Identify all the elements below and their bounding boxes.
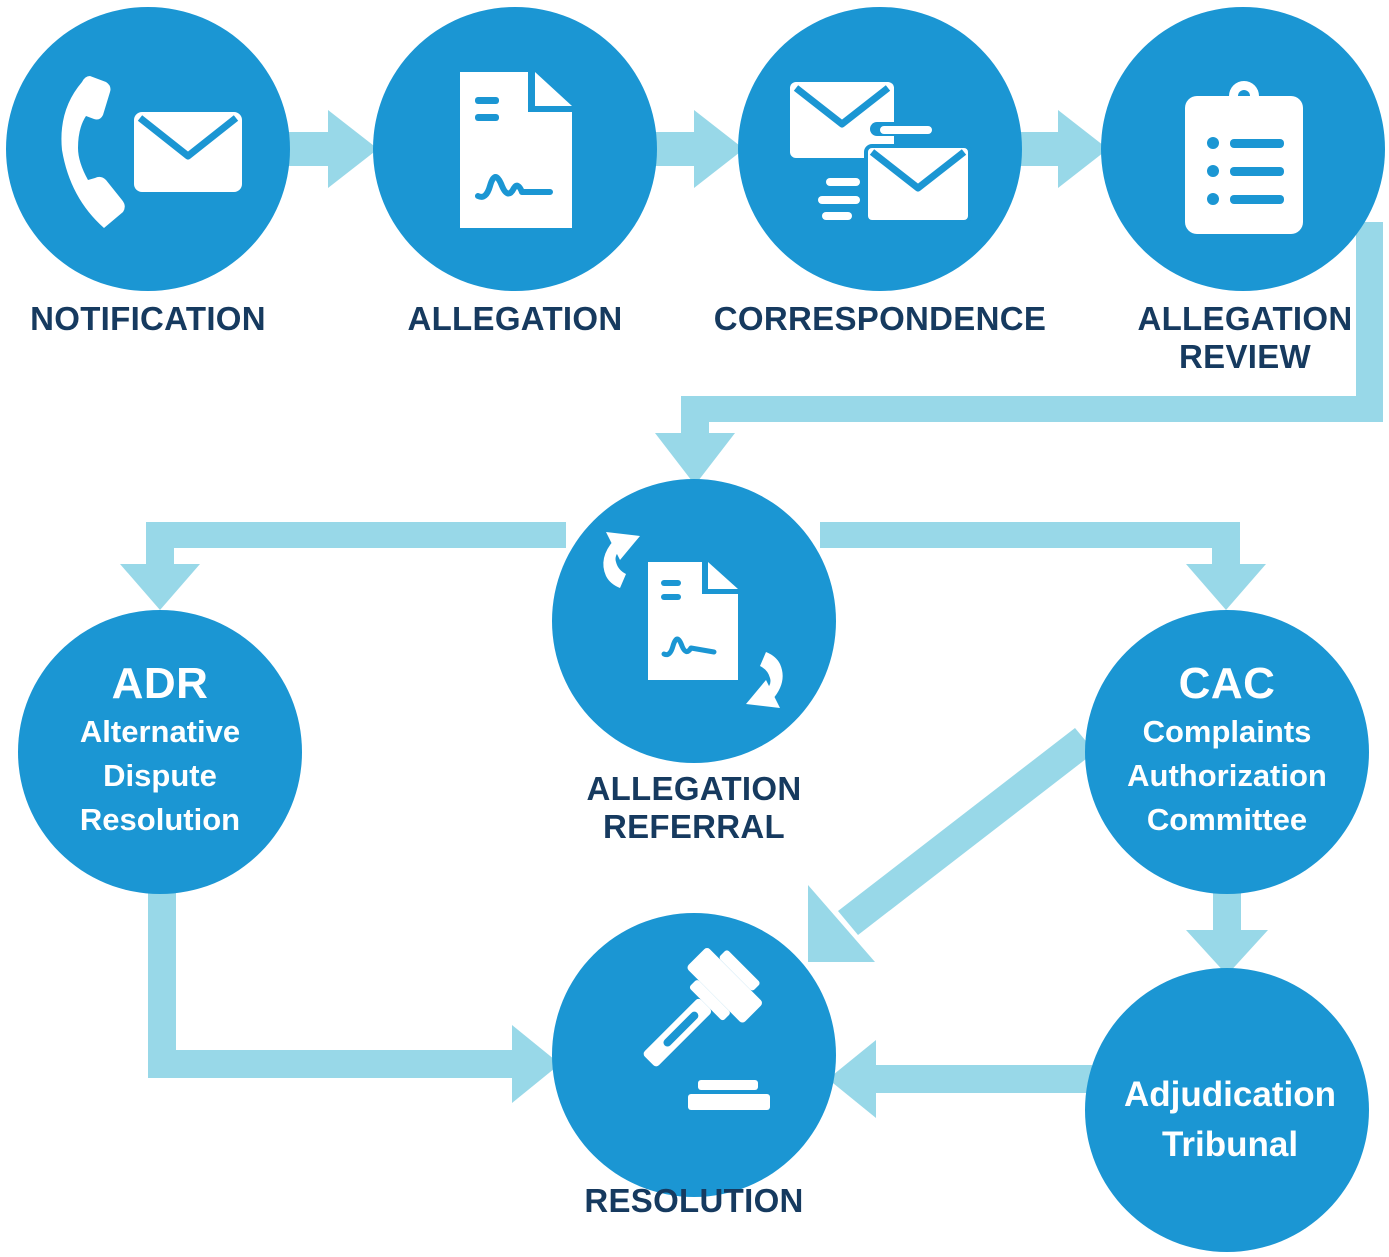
arrow-cac-to-adjudication <box>1186 885 1268 975</box>
phone-icon <box>61 76 125 228</box>
cac-circle <box>1085 610 1369 894</box>
connectors <box>120 110 1383 1118</box>
adr-text: ADR Alternative Dispute Resolution <box>30 658 290 842</box>
allegation-label: ALLEGATION <box>375 300 655 338</box>
arrow-adjudication-to-resolution <box>828 1040 1092 1118</box>
cac-abbreviation: CAC <box>1178 659 1276 708</box>
allegation-referral-label-line1: ALLEGATION <box>586 770 802 807</box>
signed-document-icon <box>460 72 572 228</box>
arrow-adr-to-resolution <box>148 890 560 1103</box>
allegation-review-label-line2: REVIEW <box>1179 338 1311 375</box>
correspondence-label-text: CORRESPONDENCE <box>713 300 1047 337</box>
arrow-referral-to-adr <box>120 522 566 610</box>
adr-line3: Resolution <box>79 802 241 837</box>
arrow-correspondence-to-review <box>1015 110 1108 188</box>
allegation-referral-label-line2: REFERRAL <box>602 808 786 845</box>
arrow-cac-to-resolution <box>808 728 1095 962</box>
resolution-label: RESOLUTION <box>554 1182 834 1220</box>
gavel-icon <box>643 948 770 1110</box>
arrow-referral-to-cac <box>820 522 1266 610</box>
notification-label: NOTIFICATION <box>8 300 288 338</box>
document-exchange-icon <box>603 532 783 708</box>
adr-line2: Dispute <box>103 758 217 793</box>
clipboard-list-icon <box>1185 81 1303 234</box>
adr-abbreviation: ADR <box>111 659 209 708</box>
resolution-label-text: RESOLUTION <box>584 1182 804 1219</box>
notification-label-text: NOTIFICATION <box>30 300 266 337</box>
allegation-referral-label: ALLEGATION REFERRAL <box>554 770 834 846</box>
allegation-label-text: ALLEGATION <box>407 300 623 337</box>
cac-line3: Committee <box>1146 802 1308 837</box>
resolution-circle <box>552 913 836 1197</box>
adr-circle <box>18 610 302 894</box>
arrow-review-to-referral <box>655 222 1383 485</box>
arrow-allegation-to-correspondence <box>650 110 744 188</box>
cac-line2: Authorization <box>1127 758 1327 793</box>
allegation-review-label-line1: ALLEGATION <box>1137 300 1353 337</box>
adjudication-line1: Adjudication <box>1124 1075 1336 1114</box>
envelopes-icon <box>790 82 972 224</box>
cac-line1: Complaints <box>1142 714 1312 749</box>
adjudication-circle <box>1085 968 1369 1252</box>
arrow-notification-to-allegation <box>288 110 378 188</box>
allegation-review-label: ALLEGATION REVIEW <box>1110 300 1380 376</box>
adjudication-line2: Tribunal <box>1161 1125 1299 1164</box>
cac-text: CAC Complaints Authorization Committee <box>1090 658 1364 842</box>
adr-line1: Alternative <box>79 714 241 749</box>
adjudication-text: Adjudication Tribunal <box>1095 1070 1365 1170</box>
envelope-icon <box>134 112 242 192</box>
correspondence-label: CORRESPONDENCE <box>700 300 1060 338</box>
